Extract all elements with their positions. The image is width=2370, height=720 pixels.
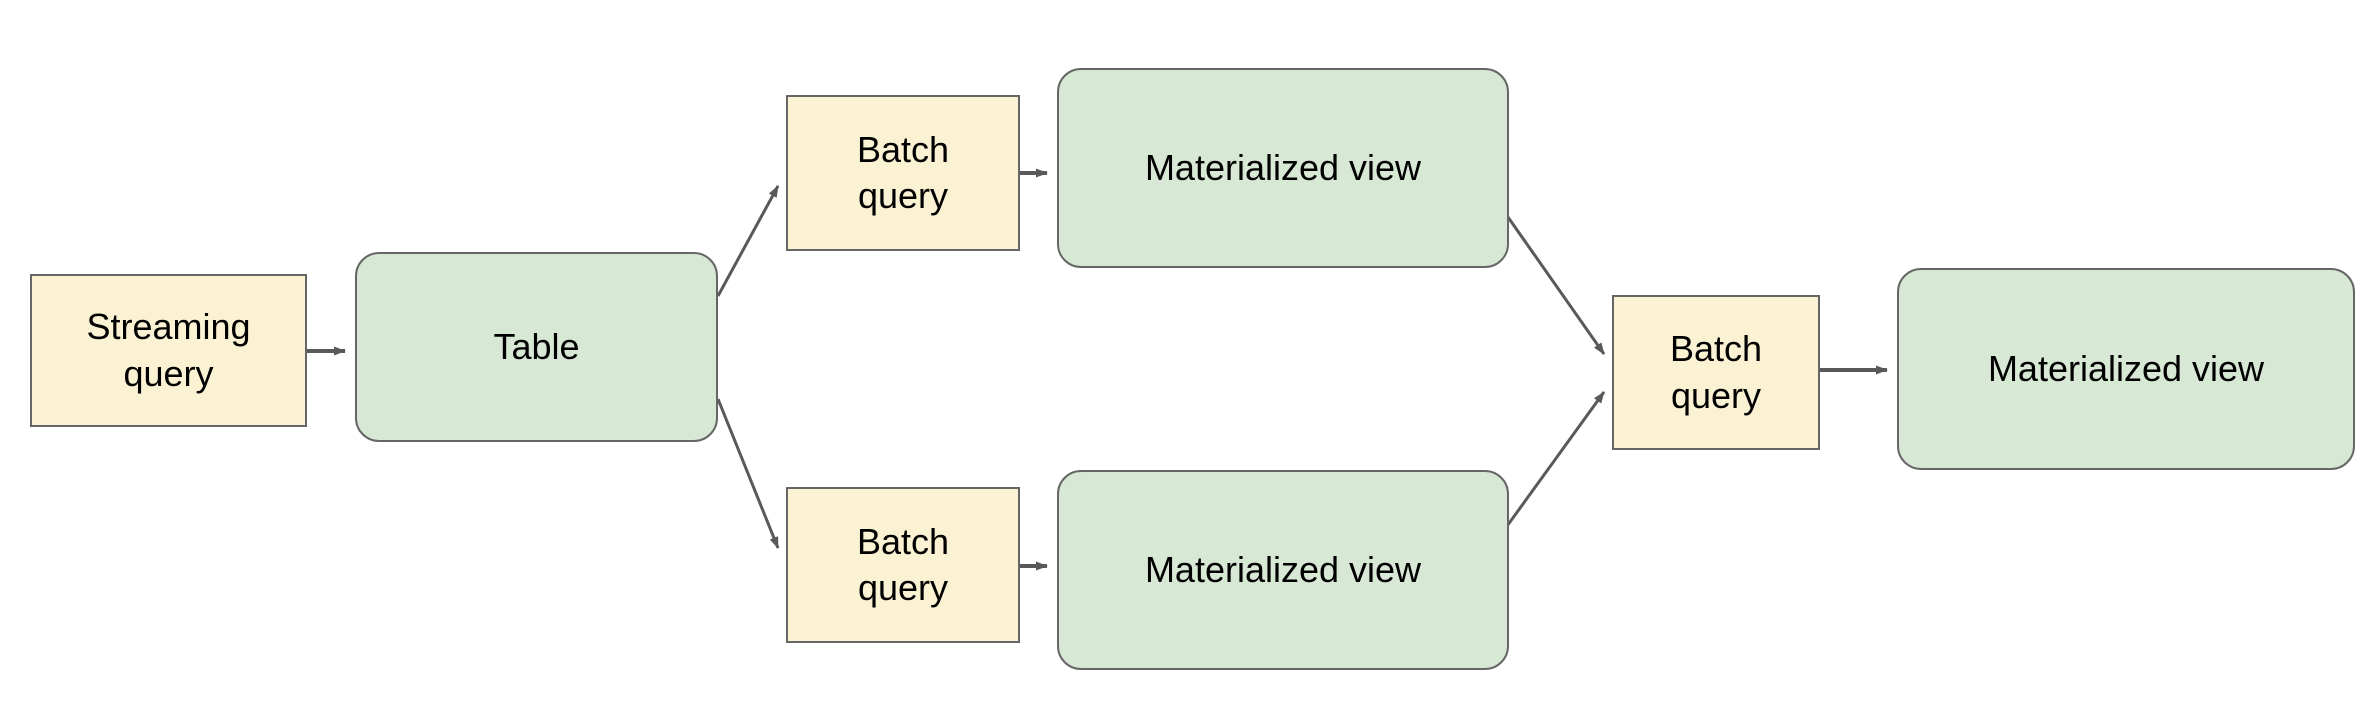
node-label-batch-query-right: Batch query	[1669, 328, 1763, 416]
node-batch-query-top[interactable]: Batch query	[786, 95, 1020, 251]
node-materialized-view-bottom[interactable]: Materialized view	[1057, 470, 1509, 670]
node-label-materialized-view-bottom: Materialized view	[1144, 548, 1422, 590]
node-label-batch-query-top: Batch query	[856, 128, 950, 216]
edge-table-to-batch-query-bottom	[716, 398, 780, 549]
node-label-materialized-view-top: Materialized view	[1144, 146, 1422, 188]
node-materialized-view-top[interactable]: Materialized view	[1057, 68, 1509, 268]
node-label-materialized-view-right: Materialized view	[1987, 347, 2265, 389]
node-label-streaming-query: Streaming query	[86, 306, 251, 394]
node-streaming-query[interactable]: Streaming query	[30, 274, 307, 427]
node-label-table: Table	[493, 325, 580, 367]
node-materialized-view-right[interactable]: Materialized view	[1897, 268, 2355, 470]
node-label-batch-query-bottom: Batch query	[856, 520, 950, 608]
edge-table-to-batch-query-top	[716, 185, 780, 297]
node-table[interactable]: Table	[355, 252, 718, 442]
node-batch-query-right[interactable]: Batch query	[1612, 295, 1820, 450]
node-batch-query-bottom[interactable]: Batch query	[786, 487, 1020, 643]
